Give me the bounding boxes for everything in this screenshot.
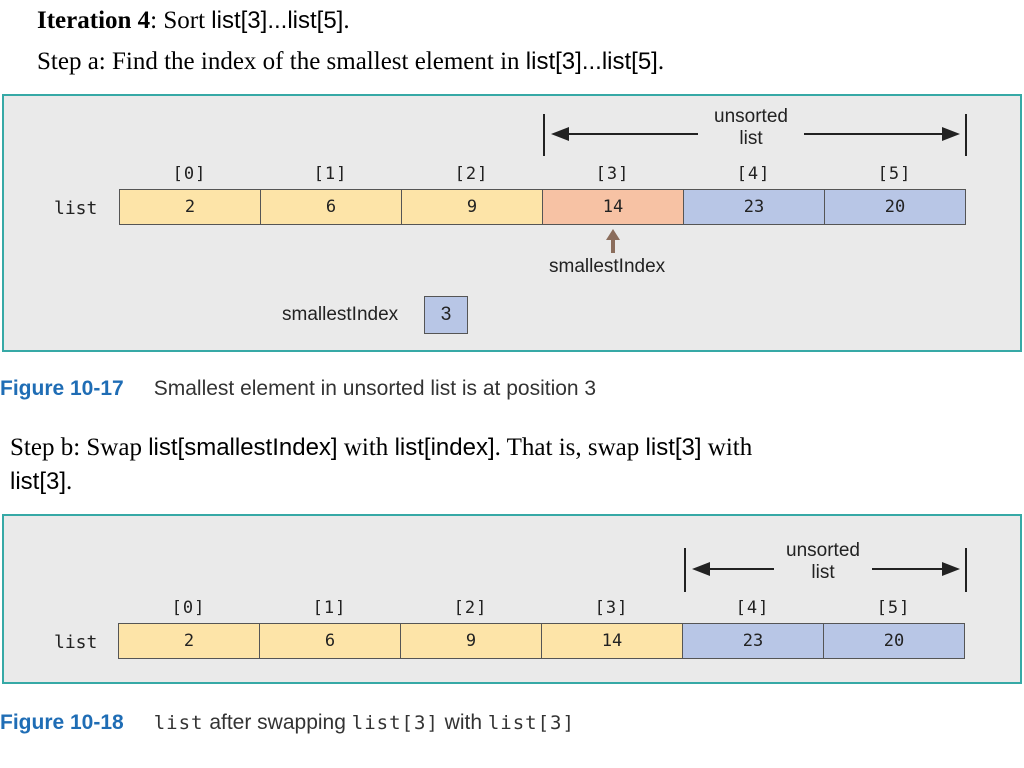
- smallest-index-pointer-label: smallestIndex: [549, 256, 666, 277]
- index-label-2: [2]: [453, 598, 488, 618]
- list-cell-1: 6: [260, 189, 402, 225]
- index-label-5: [5]: [876, 598, 911, 618]
- index-label-4: [4]: [736, 164, 771, 184]
- smallest-index-pointer-arrow: [606, 229, 620, 253]
- list-cell-1: 6: [259, 623, 401, 659]
- list-cell-0: 2: [118, 623, 260, 659]
- step-b-text-continued: list[3].: [10, 468, 73, 495]
- unsorted-range-arrow: [543, 114, 967, 156]
- index-label-3: [3]: [594, 598, 629, 618]
- smallest-index-value-box: 3: [424, 296, 468, 334]
- list-cell-4: 23: [682, 623, 824, 659]
- index-label-0: [0]: [172, 164, 207, 184]
- index-label-3: [3]: [595, 164, 630, 184]
- step-a-text: Step a: Find the index of the smallest e…: [37, 48, 665, 75]
- iteration-label: Iteration 4: [37, 7, 151, 34]
- unsorted-range-arrow: [684, 548, 967, 592]
- index-label-0: [0]: [171, 598, 206, 618]
- list-cell-2: 9: [400, 623, 542, 659]
- list-cell-5: 20: [824, 189, 966, 225]
- index-label-1: [1]: [312, 598, 347, 618]
- figure-10-18-panel: unsorted list [0] [1] [2] [3] [4] [5] li…: [2, 514, 1022, 684]
- figure-10-17-panel: unsorted list [0] [1] [2] [3] [4] [5] li…: [2, 94, 1022, 352]
- list-label: list: [54, 198, 98, 219]
- list-cell-5: 20: [823, 623, 965, 659]
- index-label-2: [2]: [454, 164, 489, 184]
- list-cell-2: 9: [401, 189, 543, 225]
- index-label-5: [5]: [877, 164, 912, 184]
- list-cell-3: 14: [541, 623, 683, 659]
- index-label-4: [4]: [735, 598, 770, 618]
- index-label-1: [1]: [313, 164, 348, 184]
- step-b-text: Step b: Swap list[smallestIndex] with li…: [10, 434, 753, 461]
- list-cell-0: 2: [119, 189, 261, 225]
- list-label: list: [54, 632, 98, 653]
- list-cell-4: 23: [683, 189, 825, 225]
- unsorted-list-label: unsorted list: [786, 540, 860, 583]
- unsorted-list-label: unsorted list: [714, 106, 788, 149]
- iteration-heading: Iteration 4: Sort list[3]...list[5].: [37, 7, 350, 34]
- smallest-index-variable-label: smallestIndex: [282, 304, 399, 325]
- list-cell-3: 14: [542, 189, 684, 225]
